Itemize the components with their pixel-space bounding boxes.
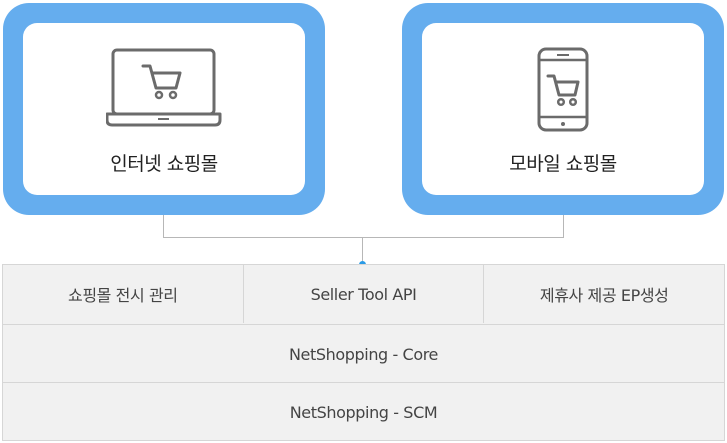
netshopping-scm-layer: NetShopping - SCM [3, 382, 724, 441]
platform-stack: 쇼핑몰 전시 관리 Seller Tool API 제휴사 제공 EP생성 Ne… [2, 264, 725, 441]
services-row: 쇼핑몰 전시 관리 Seller Tool API 제휴사 제공 EP생성 [3, 265, 724, 323]
service-seller-tool-api: Seller Tool API [242, 265, 484, 323]
mobile-shopping-mall-card: 모바일 쇼핑몰 [402, 3, 724, 215]
mobile-shopping-mall-label: 모바일 쇼핑몰 [509, 153, 617, 175]
connector-right [563, 215, 564, 238]
connector-horizontal [163, 237, 564, 238]
internet-shopping-mall-label: 인터넷 쇼핑몰 [110, 153, 218, 175]
laptop-cart-icon [23, 47, 305, 131]
mobile-card-body: 모바일 쇼핑몰 [422, 23, 704, 195]
service-partner-ep-generation: 제휴사 제공 EP생성 [483, 265, 724, 323]
connector-left [163, 215, 164, 238]
netshopping-core-layer: NetShopping - Core [3, 324, 724, 383]
service-display-management: 쇼핑몰 전시 관리 [68, 286, 178, 305]
internet-card-body: 인터넷 쇼핑몰 [23, 23, 305, 195]
connector-center [362, 237, 363, 264]
internet-shopping-mall-card: 인터넷 쇼핑몰 [3, 3, 325, 215]
smartphone-cart-icon [422, 47, 704, 133]
